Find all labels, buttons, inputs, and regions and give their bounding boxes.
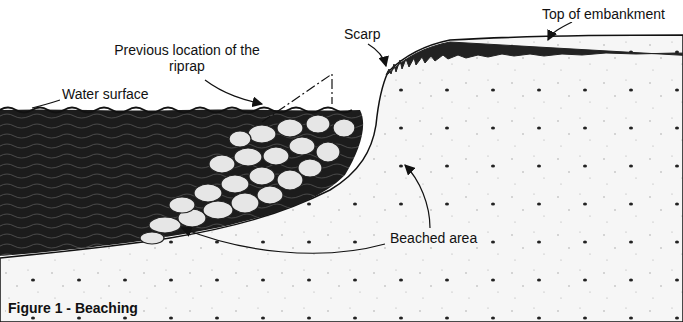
part-label: Top of embankment bbox=[540, 6, 667, 22]
part-label: Scarp bbox=[342, 26, 383, 42]
part-label: Water surface bbox=[60, 86, 151, 102]
figure-caption: Figure 1 - Beaching bbox=[6, 300, 140, 316]
part-label: Previous location of the riprap bbox=[110, 42, 264, 74]
part-label: Beached area bbox=[388, 230, 479, 246]
